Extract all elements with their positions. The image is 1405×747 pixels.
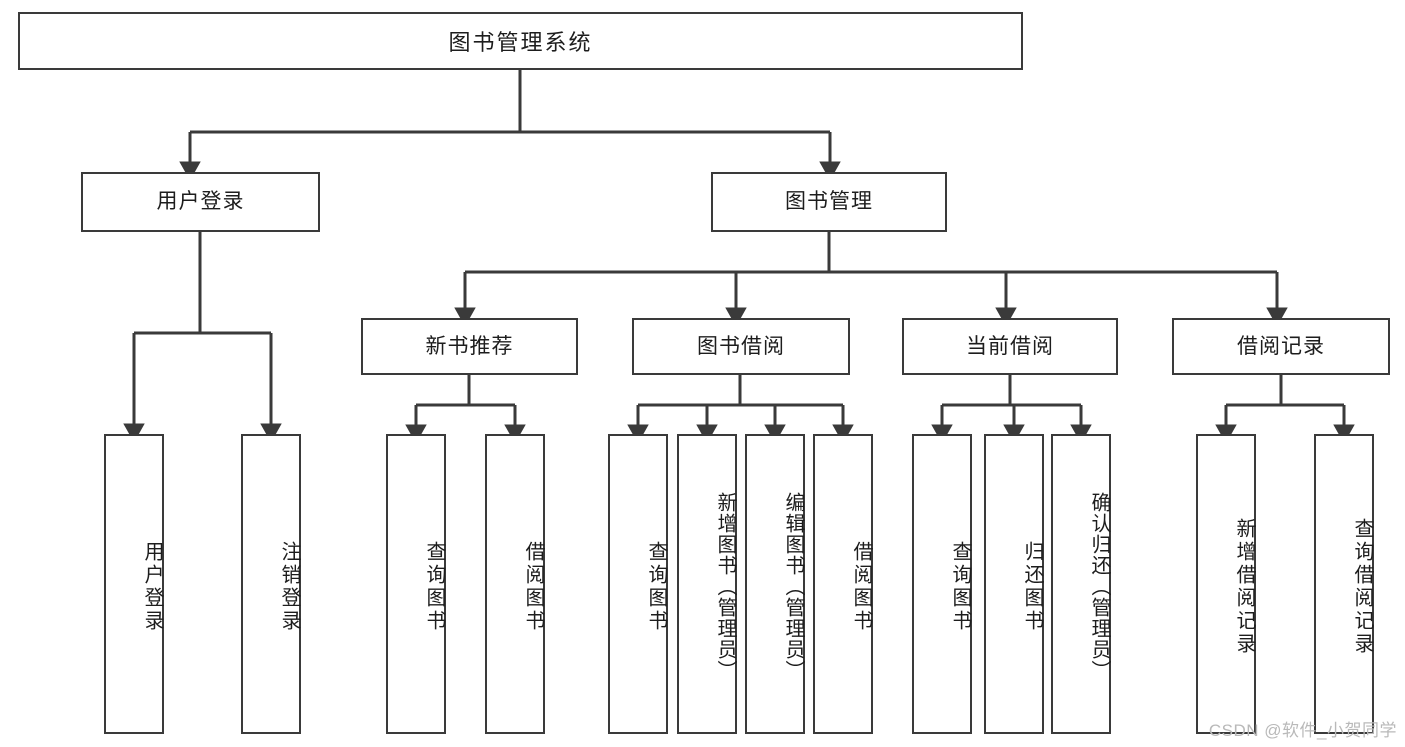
node-leaf-user-login-label: 用户登录 <box>141 541 163 633</box>
node-current-borrow-label: 当前借阅 <box>966 334 1054 358</box>
node-leaf-borrow-book-2[interactable]: 借阅图书 <box>813 434 873 734</box>
node-new-book-recommend-label: 新书推荐 <box>425 334 514 358</box>
node-user-login[interactable]: 用户登录 <box>81 172 320 232</box>
node-leaf-user-logout-label: 注销登录 <box>278 541 300 633</box>
edges-borrow-record <box>1215 375 1355 444</box>
node-leaf-return-book[interactable]: 归还图书 <box>984 434 1044 734</box>
node-leaf-edit-book-label: 编辑图书（管理员） <box>782 491 804 681</box>
node-leaf-query-book-3[interactable]: 查询图书 <box>912 434 972 734</box>
node-book-manage-label: 图书管理 <box>785 190 873 214</box>
edges-book-borrow <box>627 375 854 444</box>
node-leaf-query-record-label: 查询借阅记录 <box>1351 518 1373 656</box>
node-leaf-confirm-return-label: 确认归还（管理员） <box>1088 491 1110 681</box>
node-leaf-query-book-3-label: 查询图书 <box>949 541 971 633</box>
node-current-borrow[interactable]: 当前借阅 <box>902 318 1118 375</box>
node-leaf-add-record[interactable]: 新增借阅记录 <box>1196 434 1256 734</box>
node-leaf-add-record-label: 新增借阅记录 <box>1233 518 1255 656</box>
edges-root <box>179 70 841 181</box>
node-book-borrow-label: 图书借阅 <box>697 334 785 358</box>
node-leaf-confirm-return[interactable]: 确认归还（管理员） <box>1051 434 1111 734</box>
node-leaf-borrow-book-1-label: 借阅图书 <box>522 541 544 633</box>
node-leaf-user-login[interactable]: 用户登录 <box>104 434 164 734</box>
node-leaf-query-book-2[interactable]: 查询图书 <box>608 434 668 734</box>
node-leaf-add-book-label: 新增图书（管理员） <box>714 491 736 681</box>
node-book-borrow[interactable]: 图书借阅 <box>632 318 850 375</box>
watermark: CSDN @软件_小贺同学 <box>1208 721 1397 740</box>
node-root-label: 图书管理系统 <box>448 30 593 55</box>
edges-user-login <box>123 232 282 443</box>
edges-current-borrow <box>931 375 1092 444</box>
node-leaf-query-book-2-label: 查询图书 <box>645 541 667 633</box>
node-borrow-record[interactable]: 借阅记录 <box>1172 318 1390 375</box>
edges-new-book-recommend <box>405 375 526 444</box>
node-leaf-borrow-book-1[interactable]: 借阅图书 <box>485 434 545 734</box>
node-leaf-query-record[interactable]: 查询借阅记录 <box>1314 434 1374 734</box>
node-leaf-return-book-label: 归还图书 <box>1021 541 1043 633</box>
node-new-book-recommend[interactable]: 新书推荐 <box>361 318 578 375</box>
node-user-login-label: 用户登录 <box>156 190 245 214</box>
node-borrow-record-label: 借阅记录 <box>1237 334 1325 358</box>
node-leaf-add-book[interactable]: 新增图书（管理员） <box>677 434 737 734</box>
node-leaf-edit-book[interactable]: 编辑图书（管理员） <box>745 434 805 734</box>
edges-book-manage <box>454 232 1288 327</box>
node-leaf-query-book-1[interactable]: 查询图书 <box>386 434 446 734</box>
node-leaf-query-book-1-label: 查询图书 <box>423 541 445 633</box>
node-leaf-borrow-book-2-label: 借阅图书 <box>850 541 872 633</box>
node-leaf-user-logout[interactable]: 注销登录 <box>241 434 301 734</box>
node-root[interactable]: 图书管理系统 <box>18 12 1023 70</box>
node-book-manage[interactable]: 图书管理 <box>711 172 947 232</box>
